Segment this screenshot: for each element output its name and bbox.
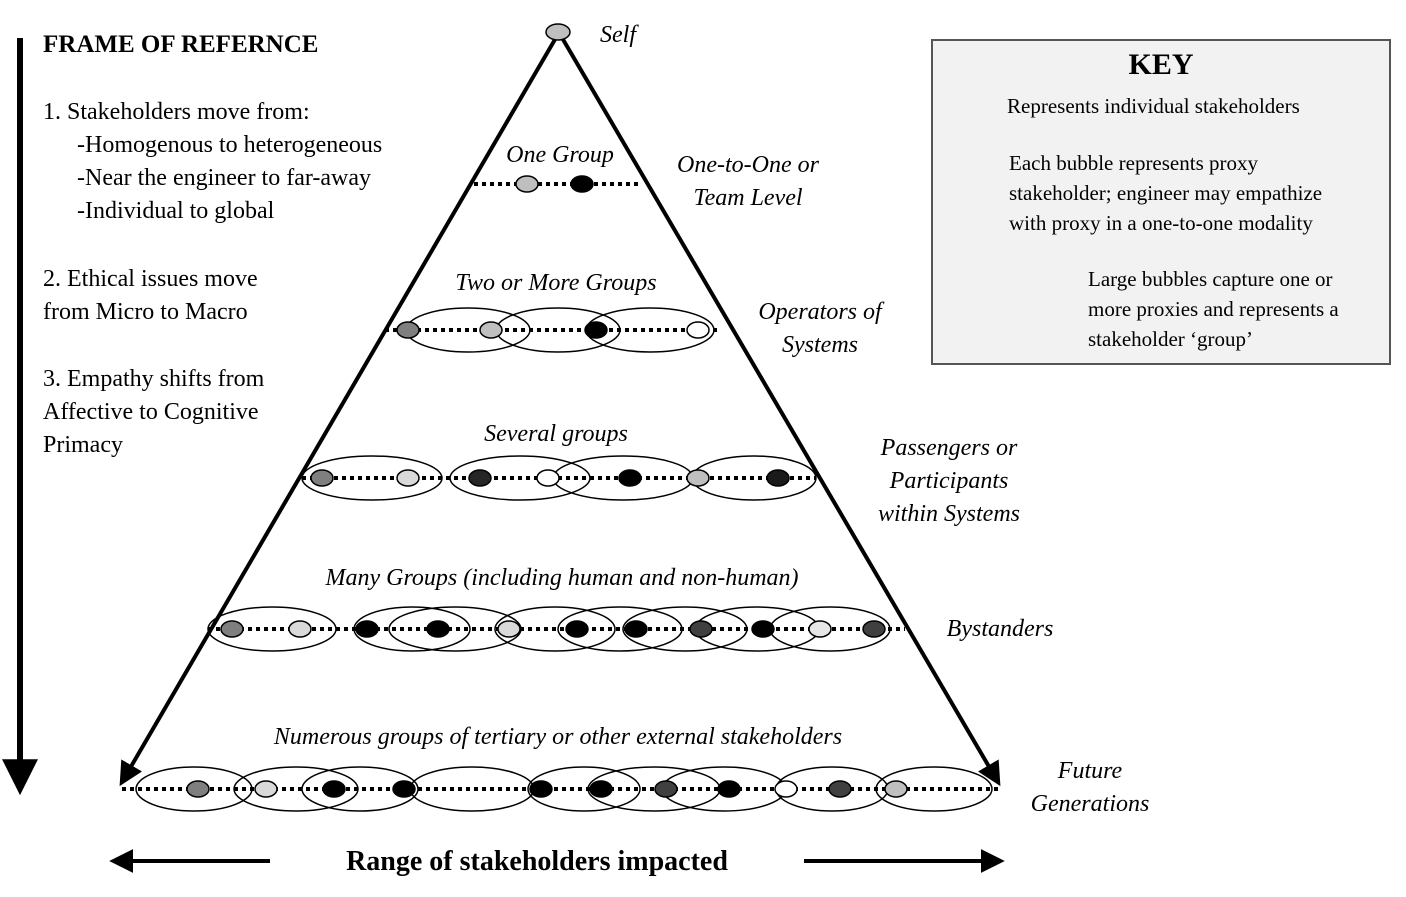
frame-item-1-sub: -Near the engineer to far-away <box>77 165 372 191</box>
proxy-bubble <box>288 620 312 638</box>
proxy-bubble <box>686 321 710 339</box>
proxy-bubble <box>497 620 521 638</box>
frame-item-2-line: from Micro to Macro <box>43 299 248 325</box>
level-3-group-label: Several groups <box>484 421 628 447</box>
proxy-bubble <box>515 175 539 193</box>
key-box: KEY Represents individual stakeholders E… <box>931 39 1391 365</box>
frame-item-2-line: 2. Ethical issues move <box>43 266 258 292</box>
proxy-bubble <box>689 620 713 638</box>
level-4-side-label: Bystanders <box>946 616 1054 642</box>
proxy-bubble <box>536 469 560 487</box>
frame-item-2: 2. Ethical issues move from Micro to Mac… <box>43 263 258 329</box>
level-2-side-label: Operators of Systems <box>758 299 882 358</box>
group-bubble <box>527 766 641 812</box>
proxy-bubble <box>355 620 379 638</box>
key-bubble-text: Each bubble represents proxy stakeholder… <box>1009 151 1323 235</box>
self-node <box>545 23 571 41</box>
proxy-bubble <box>570 175 594 193</box>
pyramid-left-side <box>119 34 559 787</box>
proxy-bubble <box>426 620 450 638</box>
frame-item-3: 3. Empathy shifts from Affective to Cogn… <box>43 363 264 462</box>
level-5-group-label: Numerous groups of tertiary or other ext… <box>273 724 843 750</box>
proxy-bubble <box>468 469 492 487</box>
frame-item-1-heading: 1. Stakeholders move from: <box>43 99 310 125</box>
frame-item-3-line: Primacy <box>43 432 123 458</box>
proxy-bubble <box>396 469 420 487</box>
proxy-bubble <box>584 321 608 339</box>
range-label: Range of stakeholders impacted <box>346 846 728 877</box>
proxy-bubble <box>717 780 741 798</box>
frame-title: FRAME OF REFERNCE <box>43 31 319 58</box>
proxy-bubble <box>529 780 553 798</box>
proxy-bubble <box>808 620 832 638</box>
frame-item-3-line: 3. Empathy shifts from <box>43 366 265 392</box>
proxy-bubble <box>254 780 278 798</box>
frame-item-1-sub: -Homogenous to heterogeneous <box>77 132 383 158</box>
proxy-bubble <box>565 620 589 638</box>
proxy-bubble <box>862 620 886 638</box>
proxy-bubble <box>186 780 210 798</box>
proxy-bubble <box>624 620 648 638</box>
key-title: KEY <box>1128 48 1194 81</box>
proxy-bubble <box>220 620 244 638</box>
level-1-side-label: One-to-One or Team Level <box>677 152 819 211</box>
pyramid-right-side <box>559 34 1001 787</box>
proxy-bubble <box>774 780 798 798</box>
level-3-side-label: Passengers or Participants within System… <box>878 435 1020 527</box>
proxy-bubble <box>751 620 775 638</box>
proxy-bubble <box>322 780 346 798</box>
proxy-bubble <box>686 469 710 487</box>
proxy-bubble <box>396 321 420 339</box>
key-large-bubble-text: Large bubbles capture one or more proxie… <box>1088 267 1339 351</box>
level-1-group-label: One Group <box>506 142 614 168</box>
level-4-group-label: Many Groups (including human and non-hum… <box>325 565 799 591</box>
key-dotted-text: Represents individual stakeholders <box>1007 94 1300 118</box>
proxy-bubble <box>654 780 678 798</box>
proxy-bubble <box>479 321 503 339</box>
pyramid-levels <box>122 175 998 812</box>
proxy-bubble <box>766 469 790 487</box>
frame-item-1-sub: -Individual to global <box>77 198 275 224</box>
level-5-side-label: Future Generations <box>1030 758 1150 817</box>
proxy-bubble <box>828 780 852 798</box>
level-2-group-label: Two or More Groups <box>455 270 657 296</box>
proxy-bubble <box>618 469 642 487</box>
proxy-bubble <box>310 469 334 487</box>
apex-label: Self <box>600 22 636 48</box>
group-bubble <box>494 606 616 652</box>
proxy-bubble <box>884 780 908 798</box>
frame-item-3-line: Affective to Cognitive <box>43 399 259 425</box>
frame-item-1: 1. Stakeholders move from: -Homogenous t… <box>43 96 382 228</box>
proxy-bubble <box>589 780 613 798</box>
proxy-bubble <box>392 780 416 798</box>
